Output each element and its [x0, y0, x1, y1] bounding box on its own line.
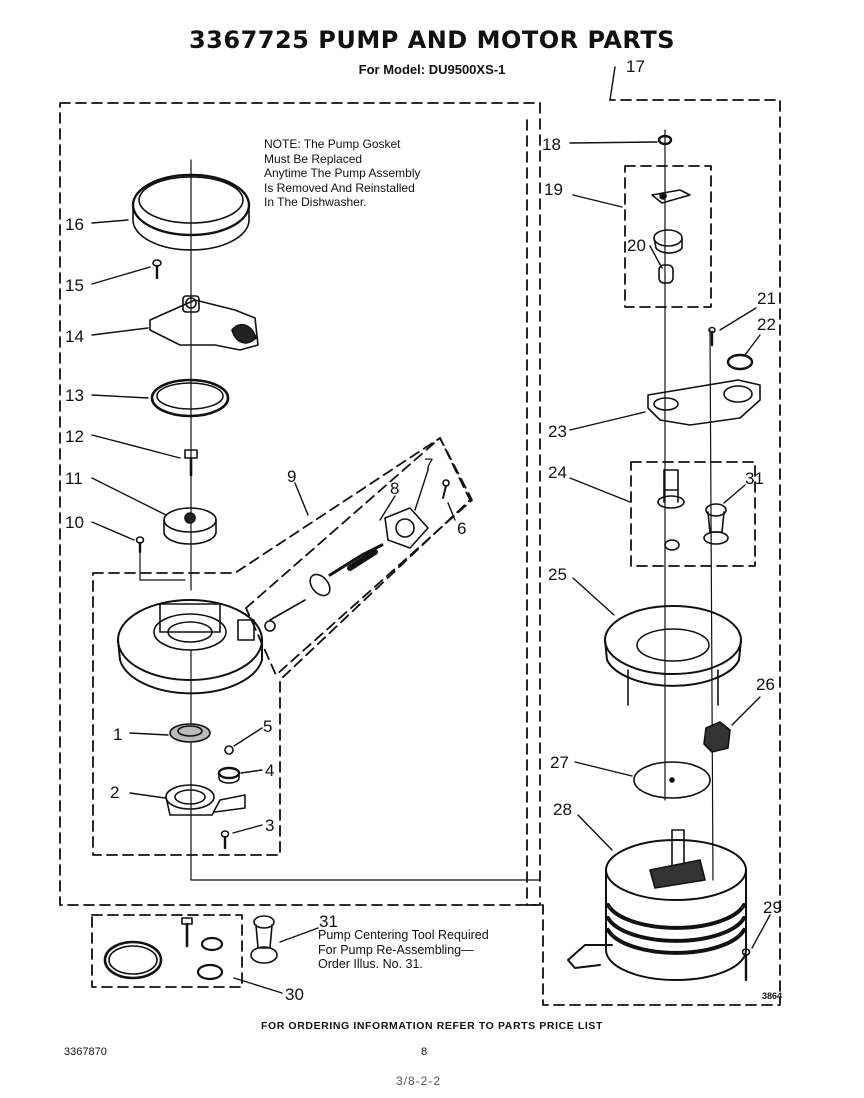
illustration-id: 3864 [762, 991, 783, 1001]
centering-tool-note: Pump Centering Tool Required For Pump Re… [318, 928, 489, 972]
tool-note-line: For Pump Re-Assembling— [318, 942, 474, 957]
callout-19: 19 [544, 180, 563, 199]
part-21-screw [708, 326, 716, 347]
part-29-screw [741, 948, 751, 982]
part-4-seal [217, 766, 241, 784]
subassembly-19-box [624, 165, 712, 308]
pump-gasket-note: NOTE: The Pump Gosket Must Be Replaced A… [264, 137, 474, 210]
part-28-motor [567, 829, 747, 981]
handwritten-mark: 3/8-2-2 [396, 1074, 442, 1088]
motor-assembly-outline [526, 99, 781, 1006]
callout-23: 23 [548, 422, 567, 441]
callout-31: 31 [745, 469, 764, 488]
part-25-motor-mount [604, 605, 742, 706]
callout-28: 28 [553, 800, 572, 819]
tool-note-line: Order Illus. No. 31. [318, 957, 423, 971]
page-title: 3367725 PUMP AND MOTOR PARTS [188, 26, 675, 54]
callout-22: 22 [757, 315, 776, 334]
callout-9: 9 [287, 467, 296, 486]
part-16-gasket [131, 173, 251, 251]
callout-20: 20 [627, 236, 646, 255]
part-3-screw [220, 830, 230, 850]
callout-21: 21 [757, 289, 776, 308]
callout-7: 7 [424, 455, 433, 474]
pump-housing [117, 599, 263, 695]
centering-tool-31 [250, 915, 278, 964]
valve-assembly-parts [264, 479, 450, 632]
part-22-ring [726, 353, 754, 371]
page-number: 8 [421, 1046, 428, 1058]
assembly-boundaries [59, 99, 781, 1006]
callout-14: 14 [65, 327, 84, 346]
ordering-info: FOR ORDERING INFORMATION REFER TO PARTS … [260, 1020, 604, 1032]
note-line: Is Removed And Reinstalled [264, 180, 415, 195]
callout-27: 27 [550, 753, 569, 772]
part-12-bolt [184, 449, 198, 477]
part-11-impeller [163, 507, 217, 545]
callout-labels: 16 15 14 13 12 11 10 1 2 3 4 5 6 7 8 9 1… [65, 57, 782, 1004]
part-23-bracket [647, 379, 761, 426]
part-13-ring [150, 378, 230, 418]
callout-16: 16 [65, 215, 84, 234]
part-15-screw [152, 259, 162, 280]
tool-note-line: Pump Centering Tool Required [318, 928, 489, 942]
callout-13: 13 [65, 386, 84, 405]
part-10-screw [135, 536, 145, 554]
part-18-nut [657, 134, 673, 146]
note-line: In The Dishwasher. [264, 195, 367, 209]
document-number: 3367870 [64, 1046, 107, 1058]
callout-26: 26 [756, 675, 775, 694]
callout-2: 2 [110, 783, 119, 802]
callout-1: 1 [113, 725, 122, 744]
leader-arrows [91, 66, 771, 994]
part-27-disc [633, 761, 711, 799]
pump-housing-outline [92, 437, 471, 856]
part-1-strainer [169, 723, 211, 743]
pump-assembly-outline [59, 102, 541, 906]
part-14-pump-cover [149, 295, 259, 351]
callout-17: 17 [626, 57, 645, 76]
callout-4: 4 [265, 761, 274, 780]
kit-30-box [91, 914, 243, 988]
part-2-pump-base [165, 784, 246, 816]
subassembly-24-box [630, 461, 756, 567]
callout-29: 29 [763, 898, 782, 917]
callout-18: 18 [542, 135, 561, 154]
note-line: Must Be Replaced [264, 151, 363, 166]
callout-3: 3 [265, 816, 274, 835]
callout-30: 30 [285, 985, 304, 1004]
part-26-connector [703, 721, 731, 753]
callout-31-tool: 31 [319, 912, 338, 931]
callout-12: 12 [65, 427, 84, 446]
callout-25: 25 [548, 565, 567, 584]
part-31-centering-tool [703, 503, 729, 545]
valve-assembly-outline [245, 437, 473, 676]
part-24-coupler [657, 469, 685, 551]
kit-30-parts [103, 917, 224, 981]
callout-5: 5 [263, 717, 272, 736]
part-19-assembly [651, 189, 691, 284]
callout-8: 8 [390, 479, 399, 498]
part-5-ball [224, 745, 234, 755]
callout-6: 6 [457, 519, 466, 538]
callout-24: 24 [548, 463, 567, 482]
model-subtitle: For Model: DU9500XS-1 [358, 62, 506, 77]
note-line: Anytime The Pump Assembly [264, 166, 421, 180]
note-line: NOTE: The Pump Gosket [264, 137, 401, 151]
callout-10: 10 [65, 513, 84, 532]
callout-11: 11 [65, 469, 83, 488]
callout-15: 15 [65, 276, 84, 295]
